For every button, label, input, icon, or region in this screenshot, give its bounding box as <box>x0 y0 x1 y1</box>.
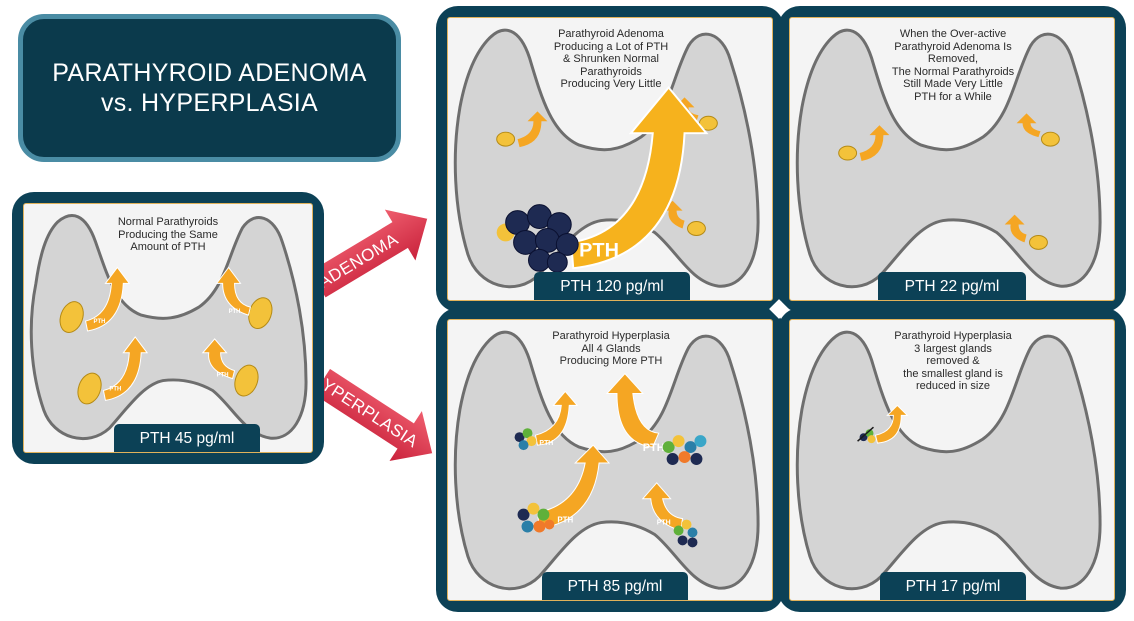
svg-text:PTH: PTH <box>539 440 553 447</box>
panel-hyperplasia-removed: Parathyroid Hyperplasia 3 largest glands… <box>778 308 1126 612</box>
panel-adenoma-removed: When the Over-active Parathyroid Adenoma… <box>778 6 1126 312</box>
thyroid-adenoma-removed <box>795 28 1102 289</box>
hyperplasia-removed-pth-label: PTH 17 pg/ml <box>880 572 1026 600</box>
hyperplasia-caption: Parathyroid Hyperplasia All 4 Glands Pro… <box>552 330 670 367</box>
hyperplasia-removed-caption: Parathyroid Hyperplasia 3 largest glands… <box>894 330 1012 392</box>
hyperplasia-arrow: HYPERPLASIA <box>307 366 435 464</box>
svg-text:PTH: PTH <box>109 386 121 392</box>
hyperplasia-arrow-label: HYPERPLASIA <box>307 368 421 451</box>
hyperplasia-gland-cluster-3 <box>517 502 555 533</box>
svg-text:PTH: PTH <box>229 309 241 315</box>
hyperplasia-gland-cluster-4 <box>673 519 698 548</box>
svg-text:PTH: PTH <box>657 520 671 527</box>
hyperplasia-pth-label: PTH 85 pg/ml <box>542 572 688 600</box>
diagnosis-arrows: ADENOMA HYPERPLASIA <box>307 206 435 464</box>
normal-pth-label: PTH 45 pg/ml <box>114 424 260 452</box>
hyperplasia-gland-cluster-2 <box>662 435 707 465</box>
title-box: PARATHYROID ADENOMA vs. HYPERPLASIA <box>18 14 401 162</box>
svg-text:PTH: PTH <box>579 239 619 261</box>
title-line-1: PARATHYROID ADENOMA <box>52 59 367 87</box>
panel-normal: PTH PTH PTH PTH Normal Parathyroids Prod… <box>12 192 324 464</box>
thyroid-hyperplasia: PTH PTH PTH PTH <box>453 330 760 591</box>
hyperplasia-gland-cluster-1 <box>514 428 537 451</box>
adenoma-removed-pth-label: PTH 22 pg/ml <box>878 272 1026 300</box>
svg-text:PTH: PTH <box>217 373 229 379</box>
thyroid-normal: PTH PTH PTH PTH <box>29 214 308 440</box>
adenoma-gland-cluster <box>496 204 579 273</box>
thyroid-adenoma: PTH <box>453 28 760 289</box>
normal-caption: Normal Parathyroids Producing the Same A… <box>117 216 219 253</box>
adenoma-arrow: ADENOMA <box>307 206 430 301</box>
thyroid-hyperplasia-removed <box>795 330 1102 591</box>
title-line-2: vs. HYPERPLASIA <box>100 89 319 117</box>
panel-adenoma: PTH Parathyroid Adenoma Producing a Lot … <box>436 6 784 312</box>
panel-hyperplasia: PTH PTH PTH PTH <box>436 308 784 612</box>
adenoma-caption: Parathyroid Adenoma Producing a Lot of P… <box>553 28 669 90</box>
remnant-gland <box>857 426 876 444</box>
adenoma-pth-label: PTH 120 pg/ml <box>534 272 690 300</box>
svg-text:PTH: PTH <box>643 442 665 454</box>
adenoma-removed-caption: When the Over-active Parathyroid Adenoma… <box>891 28 1015 103</box>
svg-text:PTH: PTH <box>557 516 573 525</box>
svg-text:PTH: PTH <box>94 319 106 325</box>
